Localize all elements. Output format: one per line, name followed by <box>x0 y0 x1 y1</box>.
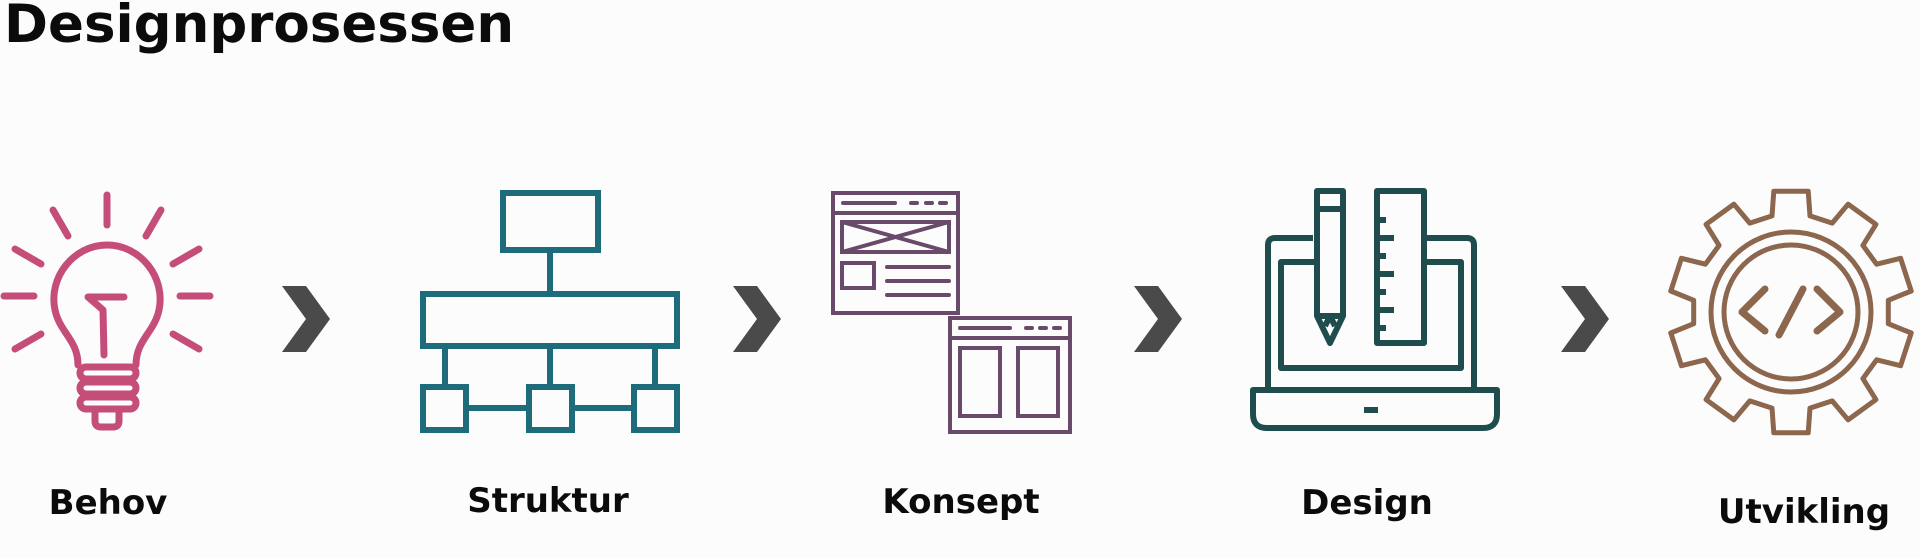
step-label-behov: Behov <box>48 483 168 523</box>
chevron-right-icon <box>1134 286 1182 352</box>
step-label-struktur: Struktur <box>467 481 629 521</box>
chevron-right-icon <box>1561 286 1609 352</box>
chevron-right-icon <box>282 286 330 352</box>
lightbulb-icon <box>0 191 214 431</box>
page-title: Designprosessen <box>4 0 515 55</box>
chevron-right-icon <box>733 286 781 352</box>
step-label-utvikling: Utvikling <box>1717 492 1891 532</box>
laptop-design-icon <box>1250 188 1500 431</box>
gear-code-icon <box>1668 188 1914 436</box>
sitemap-icon <box>420 190 680 433</box>
step-label-design: Design <box>1301 483 1433 523</box>
wireframe-icon <box>831 191 1072 434</box>
step-label-konsept: Konsept <box>882 482 1040 522</box>
